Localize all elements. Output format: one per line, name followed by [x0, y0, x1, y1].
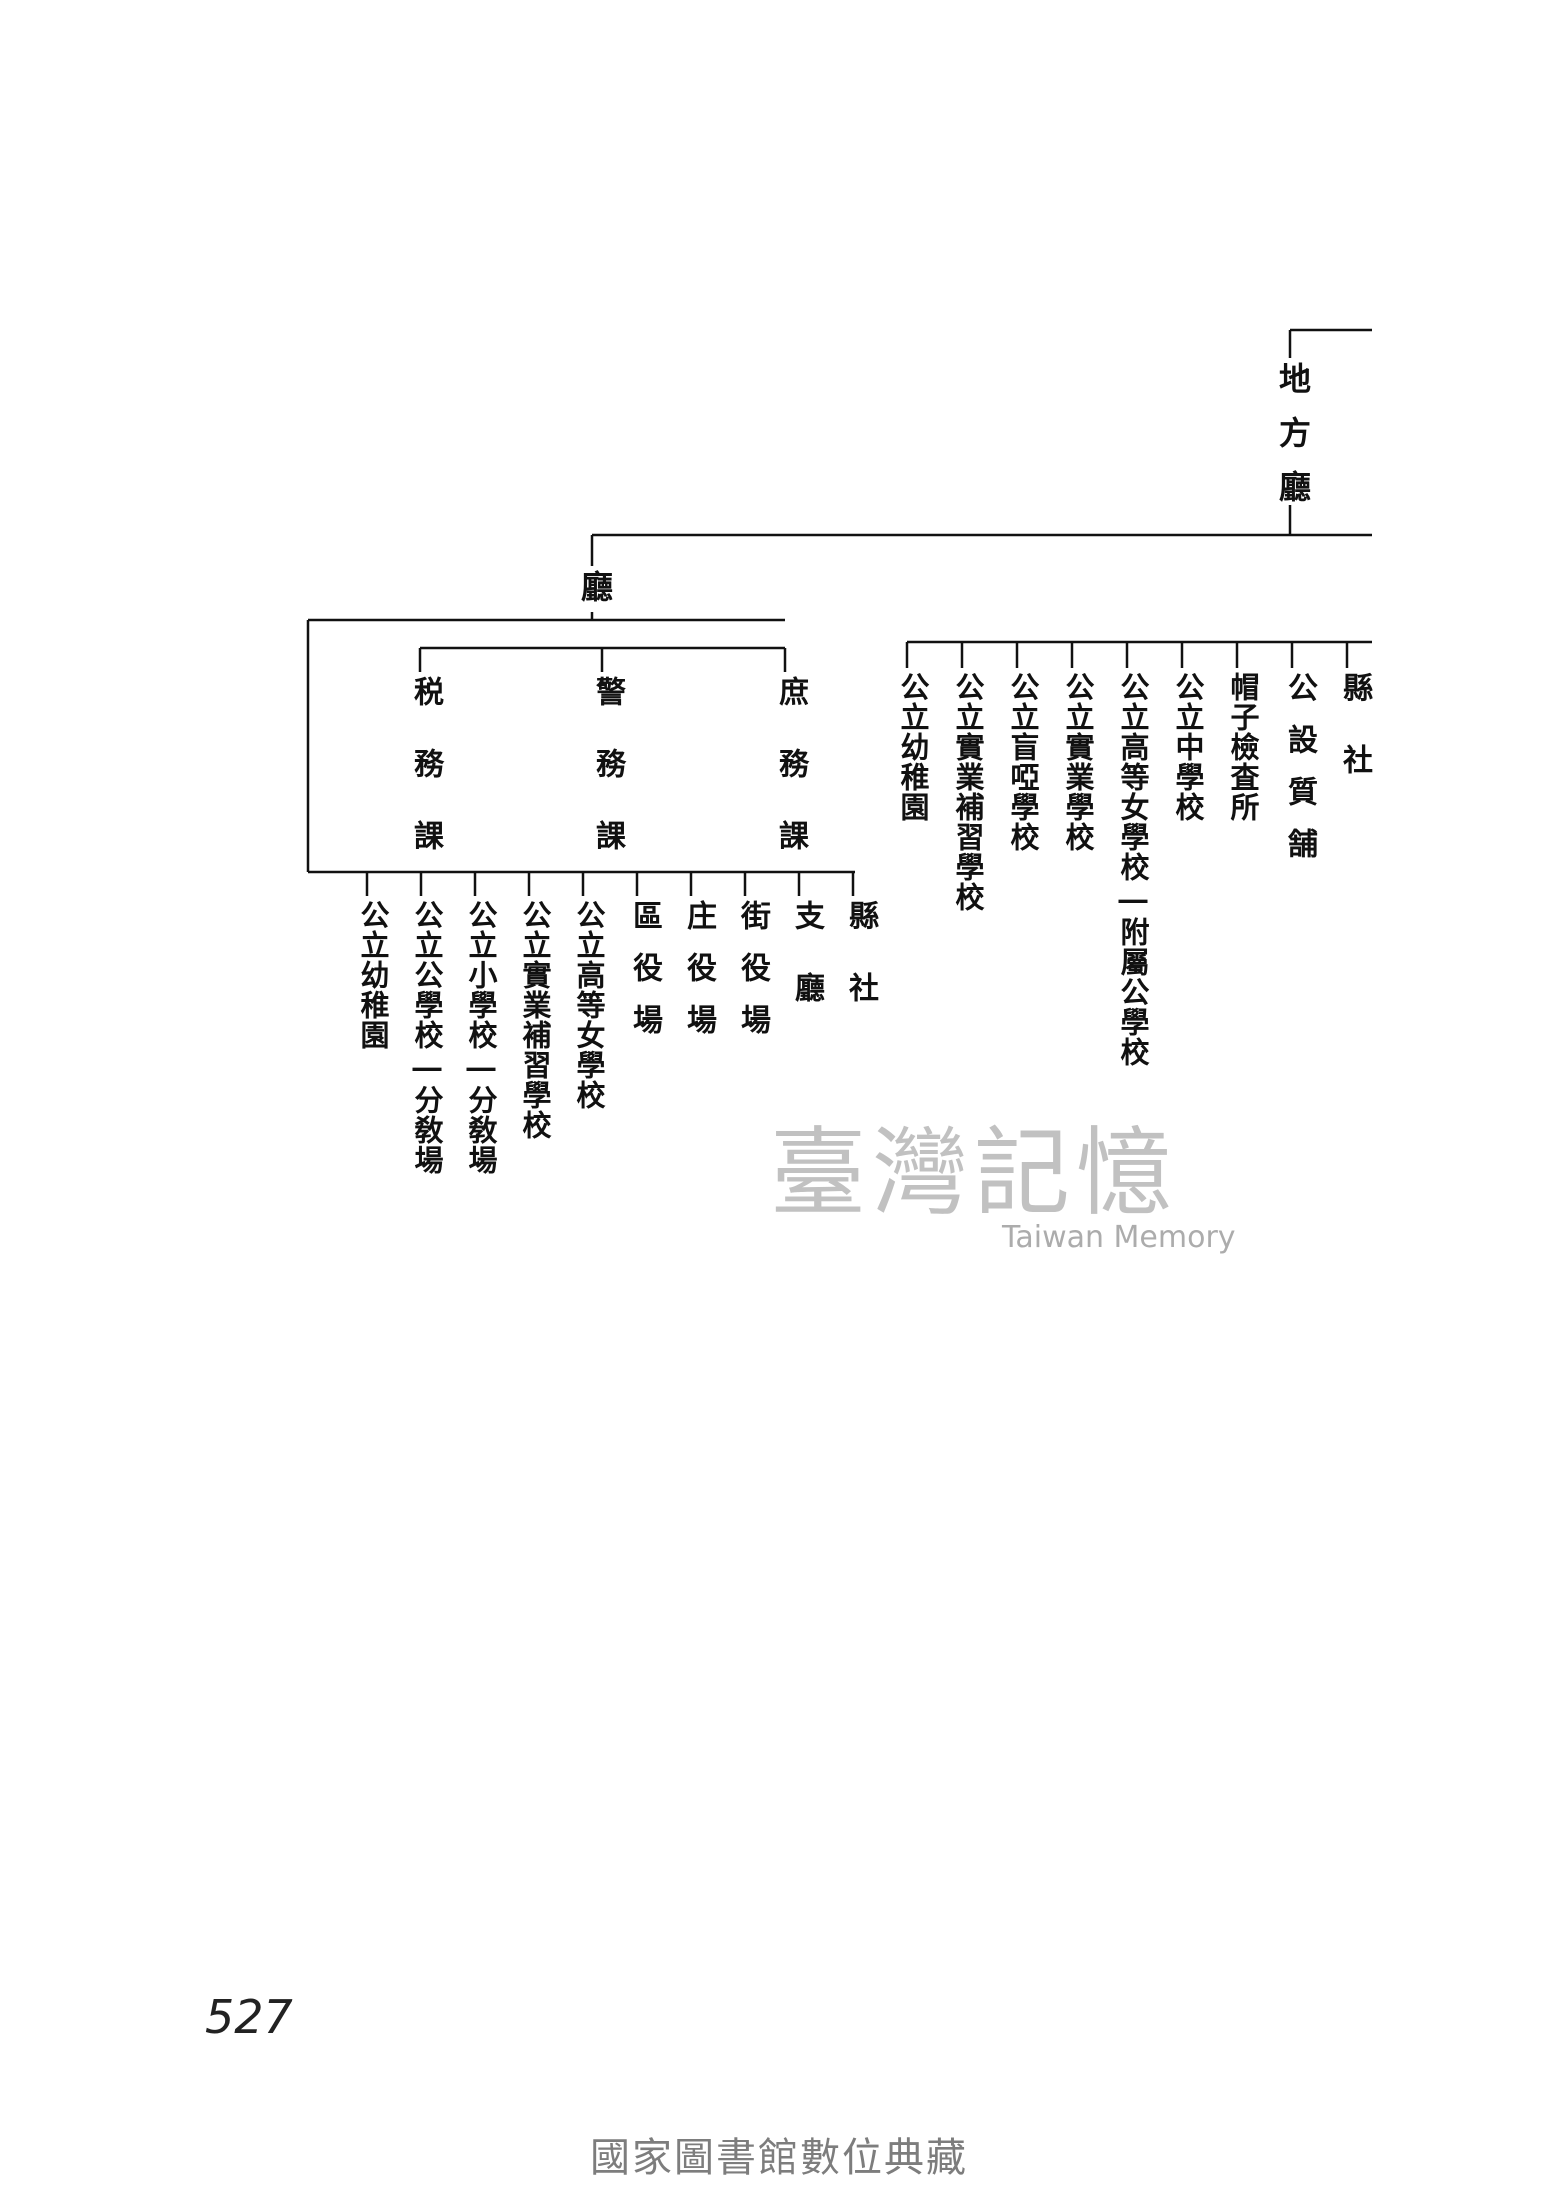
branch-a-item: 公設質舗	[1282, 672, 1317, 880]
branch-b-item: 區役場	[627, 900, 662, 1056]
watermark-chinese: 臺灣記憶	[770, 1117, 1178, 1229]
branch-a-item: 公立盲啞學校	[1006, 672, 1040, 852]
division-police: 警務課	[590, 676, 625, 892]
branch-a-item: 公立中學校	[1171, 672, 1205, 822]
branch-b-item: 公立實業補習學校	[518, 900, 552, 1140]
branch-a-item: 公立實業補習學校	[951, 672, 985, 912]
node-prefecture: 廳	[576, 570, 614, 624]
branch-b-item: 支廳	[789, 900, 824, 1044]
branch-a-item: 公立幼稚園	[896, 672, 930, 822]
footer-credit: 國家圖書館數位典藏	[590, 2135, 968, 2181]
branch-a-item: 公立高等女學校―附屬公學校	[1116, 672, 1150, 1067]
branch-b-item: 公立高等女學校	[572, 900, 606, 1110]
branch-b-item: 公立小學校―分敎場	[464, 900, 498, 1175]
branch-a-item: 公立實業學校	[1061, 672, 1095, 852]
branch-b-item: 街役場	[735, 900, 770, 1056]
division-general-affairs: 庶務課	[773, 676, 808, 892]
branch-b-item: 縣社	[843, 900, 878, 1044]
division-tax: 税務課	[408, 676, 443, 892]
branch-a-item: 縣社	[1337, 672, 1372, 816]
node-local-office: 地方廳	[1274, 362, 1312, 524]
branch-b-item: 公立公學校―分敎場	[410, 900, 444, 1175]
branch-b-item: 公立幼稚園	[356, 900, 390, 1050]
branch-a-item: 帽子檢査所	[1226, 672, 1260, 822]
page-number: 527	[205, 1990, 293, 2044]
watermark-english: Taiwan Memory	[1002, 1220, 1236, 1255]
branch-b-item: 庄役場	[681, 900, 716, 1056]
